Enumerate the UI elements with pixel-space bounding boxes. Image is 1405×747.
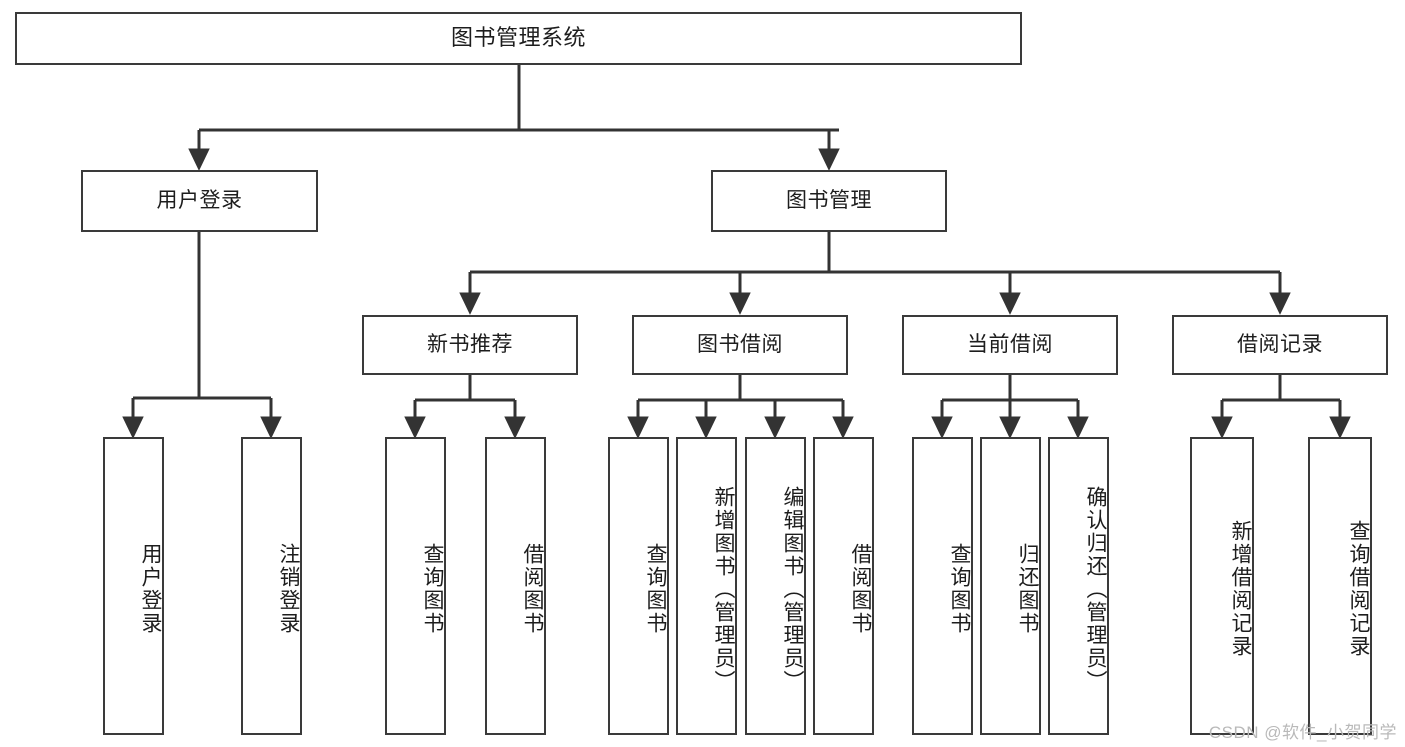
node-user-login[interactable]: 用户登录	[81, 170, 318, 232]
leaf-query-book-current[interactable]: 查询图书	[912, 437, 973, 735]
leaf-borrow-book[interactable]: 借阅图书	[813, 437, 874, 735]
node-current-borrow[interactable]: 当前借阅	[902, 315, 1118, 375]
leaf-query-book-recommend[interactable]: 查询图书	[385, 437, 446, 735]
leaf-edit-book-admin[interactable]: 编辑图书（管理员）	[745, 437, 806, 735]
leaf-return-book[interactable]: 归还图书	[980, 437, 1041, 735]
node-new-book-recommend[interactable]: 新书推荐	[362, 315, 578, 375]
leaf-user-login[interactable]: 用户登录	[103, 437, 164, 735]
node-root-system[interactable]: 图书管理系统	[15, 12, 1022, 65]
leaf-add-borrow-record[interactable]: 新增借阅记录	[1190, 437, 1254, 735]
leaf-confirm-return-admin[interactable]: 确认归还（管理员）	[1048, 437, 1109, 735]
node-book-management[interactable]: 图书管理	[711, 170, 947, 232]
leaf-logout-login[interactable]: 注销登录	[241, 437, 302, 735]
leaf-borrow-book-recommend[interactable]: 借阅图书	[485, 437, 546, 735]
leaf-add-book-admin[interactable]: 新增图书（管理员）	[676, 437, 737, 735]
watermark-credit: CSDN @软件_小贺同学	[1208, 723, 1397, 742]
leaf-query-book-borrow[interactable]: 查询图书	[608, 437, 669, 735]
node-borrow-record[interactable]: 借阅记录	[1172, 315, 1388, 375]
leaf-query-borrow-record[interactable]: 查询借阅记录	[1308, 437, 1372, 735]
node-book-borrow[interactable]: 图书借阅	[632, 315, 848, 375]
